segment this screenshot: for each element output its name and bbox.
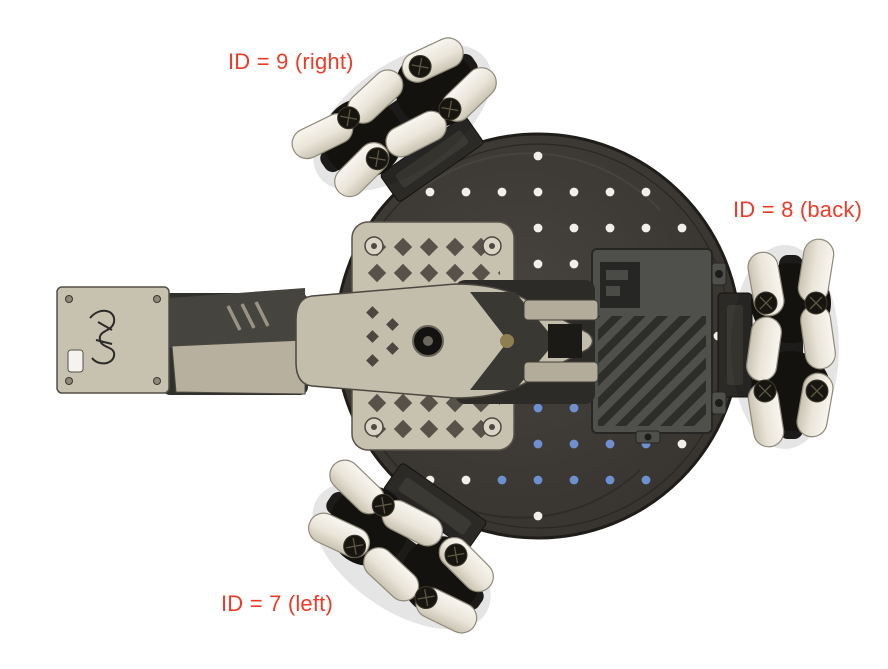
gripper-plate <box>56 286 170 394</box>
electronics-enclosure <box>591 248 727 444</box>
label-wheel-id-9: ID = 9 (right) <box>228 49 354 74</box>
arm-vent-diamonds <box>366 306 399 367</box>
robot-arm <box>56 280 599 404</box>
label-wheel-id-7: ID = 7 (left) <box>221 591 334 616</box>
omni-wheel-8-back <box>730 236 840 450</box>
mount-plate-screws <box>364 236 502 437</box>
logo-squiggle <box>89 309 116 365</box>
label-wheel-id-8: ID = 8 (back) <box>733 197 863 222</box>
